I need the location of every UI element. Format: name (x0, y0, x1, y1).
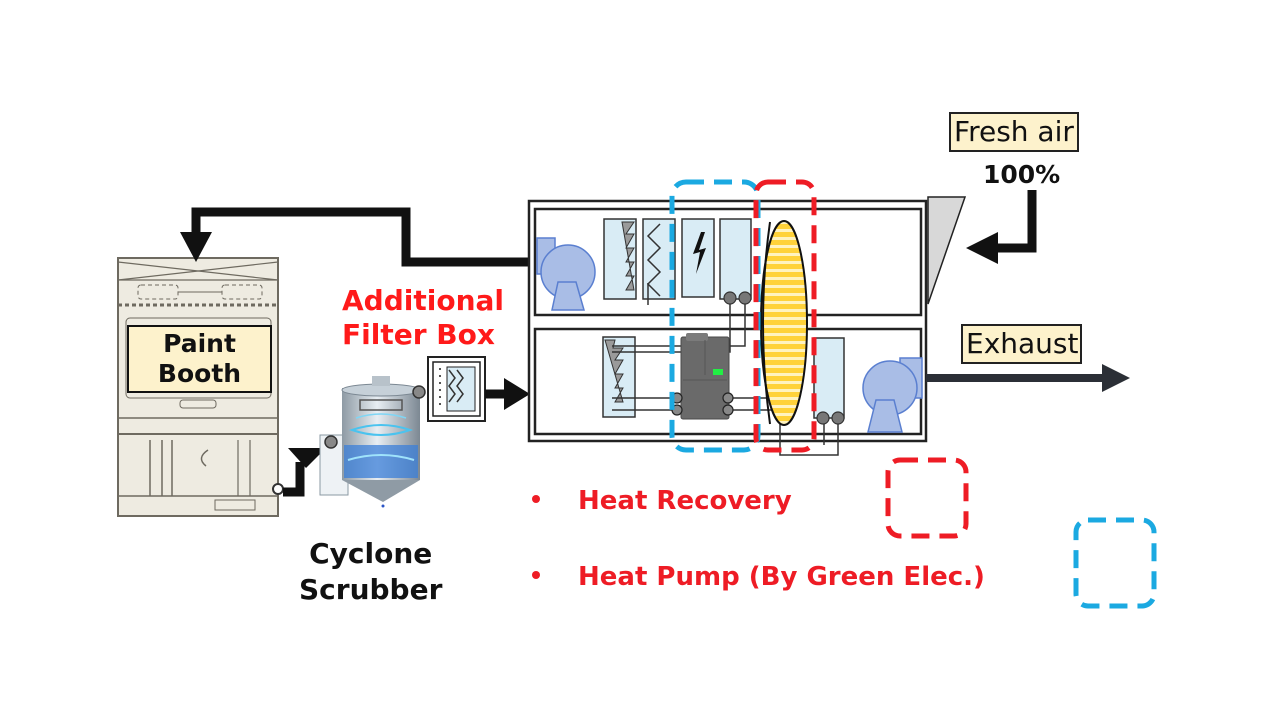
cyclone-scrubber-label: Cyclone Scrubber (299, 536, 442, 608)
lower-filter-icon (602, 336, 636, 418)
additional-filter-box-line2: Filter Box (342, 317, 495, 351)
heat-pump-coil-upper (719, 218, 752, 305)
filter-to-ahu-arrow (485, 378, 530, 410)
exhaust-arrow (926, 364, 1130, 392)
additional-filter-box-line1: Additional (342, 284, 504, 317)
additional-filter-box-icon (427, 356, 486, 422)
bullet-icon (532, 494, 540, 503)
additional-filter-box-label: Additional Filter Box (342, 284, 504, 351)
electric-heater-icon (681, 218, 715, 298)
bullet-icon (532, 570, 540, 579)
legend-heat-pump-swatch (1073, 517, 1157, 609)
fresh-air-intake-hood (927, 196, 967, 305)
legend-item-heat-pump: Heat Pump (By Green Elec.) (532, 562, 985, 592)
booth-exhaust-duct (272, 448, 326, 497)
supply-air-duct-arrow (180, 207, 532, 267)
heat-pump-unit-icon (671, 333, 734, 420)
legend-item-heat-recovery: Heat Recovery (532, 486, 792, 516)
cyclone-scrubber-line2: Scrubber (299, 572, 443, 606)
heat-pump-coil-lower (813, 337, 845, 425)
rotary-heat-wheel-icon (760, 220, 808, 426)
paint-booth-label: Paint Booth (127, 325, 272, 393)
fresh-air-percent: 100% (983, 160, 1061, 189)
pre-filter-icon (603, 218, 637, 300)
legend-label: Heat Pump (By Green Elec.) (578, 562, 985, 592)
legend-label: Heat Recovery (578, 486, 792, 516)
fresh-air-arrow (966, 190, 1037, 264)
heat-recovery-highlight-region (753, 179, 817, 453)
exhaust-fan-icon (862, 357, 923, 433)
fresh-air-label: Fresh air (949, 112, 1079, 152)
exhaust-label: Exhaust (961, 324, 1083, 364)
cyclone-scrubber-line1: Cyclone (309, 537, 433, 570)
paint-booth-label-line2: Booth (157, 359, 242, 388)
legend-heat-recovery-swatch (885, 457, 969, 539)
cyclone-scrubber-icon (319, 376, 426, 508)
supply-fan-icon (536, 237, 596, 311)
paint-booth-label-line1: Paint (163, 328, 236, 358)
